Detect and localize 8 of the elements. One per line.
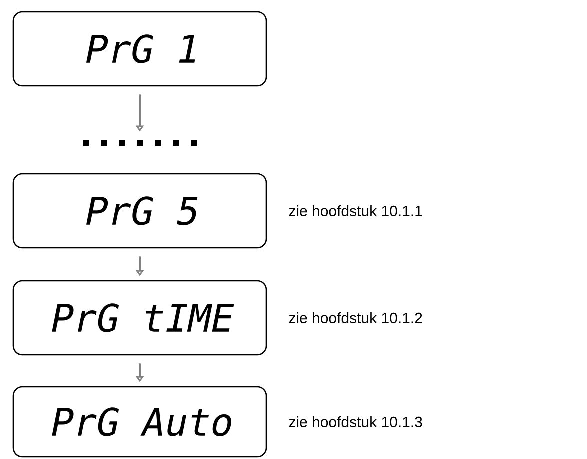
display-box: PrG 5 — [12, 173, 268, 249]
note: zie hoofdstuk 10.1.2 — [289, 312, 422, 324]
note: zie hoofdstuk 10.1.3 — [289, 416, 422, 428]
dots — [83, 140, 197, 146]
note: zie hoofdstuk 10.1.1 — [289, 206, 422, 216]
display-box: PrG Auto — [12, 386, 268, 458]
display-box: PrG 1 — [12, 11, 268, 87]
display-box: PrG tIME — [12, 280, 268, 356]
